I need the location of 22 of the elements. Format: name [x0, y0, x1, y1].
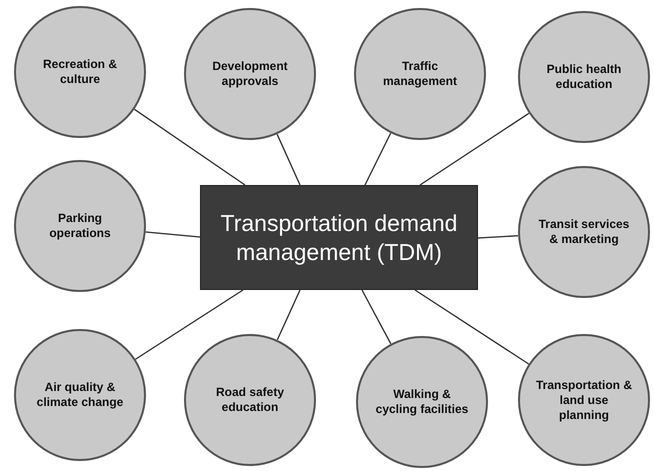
connector-line [135, 289, 244, 360]
connector-line [420, 112, 530, 186]
connector-line [276, 134, 301, 186]
connector-line [364, 132, 392, 186]
circle-label: Parking operations [48, 211, 112, 241]
circle-label: Transit services & marketing [538, 217, 630, 247]
connector-line [478, 235, 518, 239]
connector-line [414, 289, 530, 365]
box-title: Transportation demand management (TDM) [220, 208, 458, 266]
circle-label: Traffic management [382, 59, 458, 89]
circle-label: Public health education [546, 62, 622, 92]
connector-line [134, 108, 246, 186]
circle-label: Walking & cycling facilities [374, 387, 470, 417]
connector-line [276, 290, 301, 340]
circle-label: Transportation & land use planning [536, 378, 632, 422]
central-box [200, 185, 478, 290]
circle-label: Road safety education [214, 385, 286, 415]
connector-line [361, 290, 392, 344]
circle-label: Recreation & culture [42, 57, 118, 87]
circle-label: Development approvals [211, 59, 289, 89]
connector-line [146, 231, 200, 238]
circle-label: Air quality & climate change [36, 380, 124, 410]
